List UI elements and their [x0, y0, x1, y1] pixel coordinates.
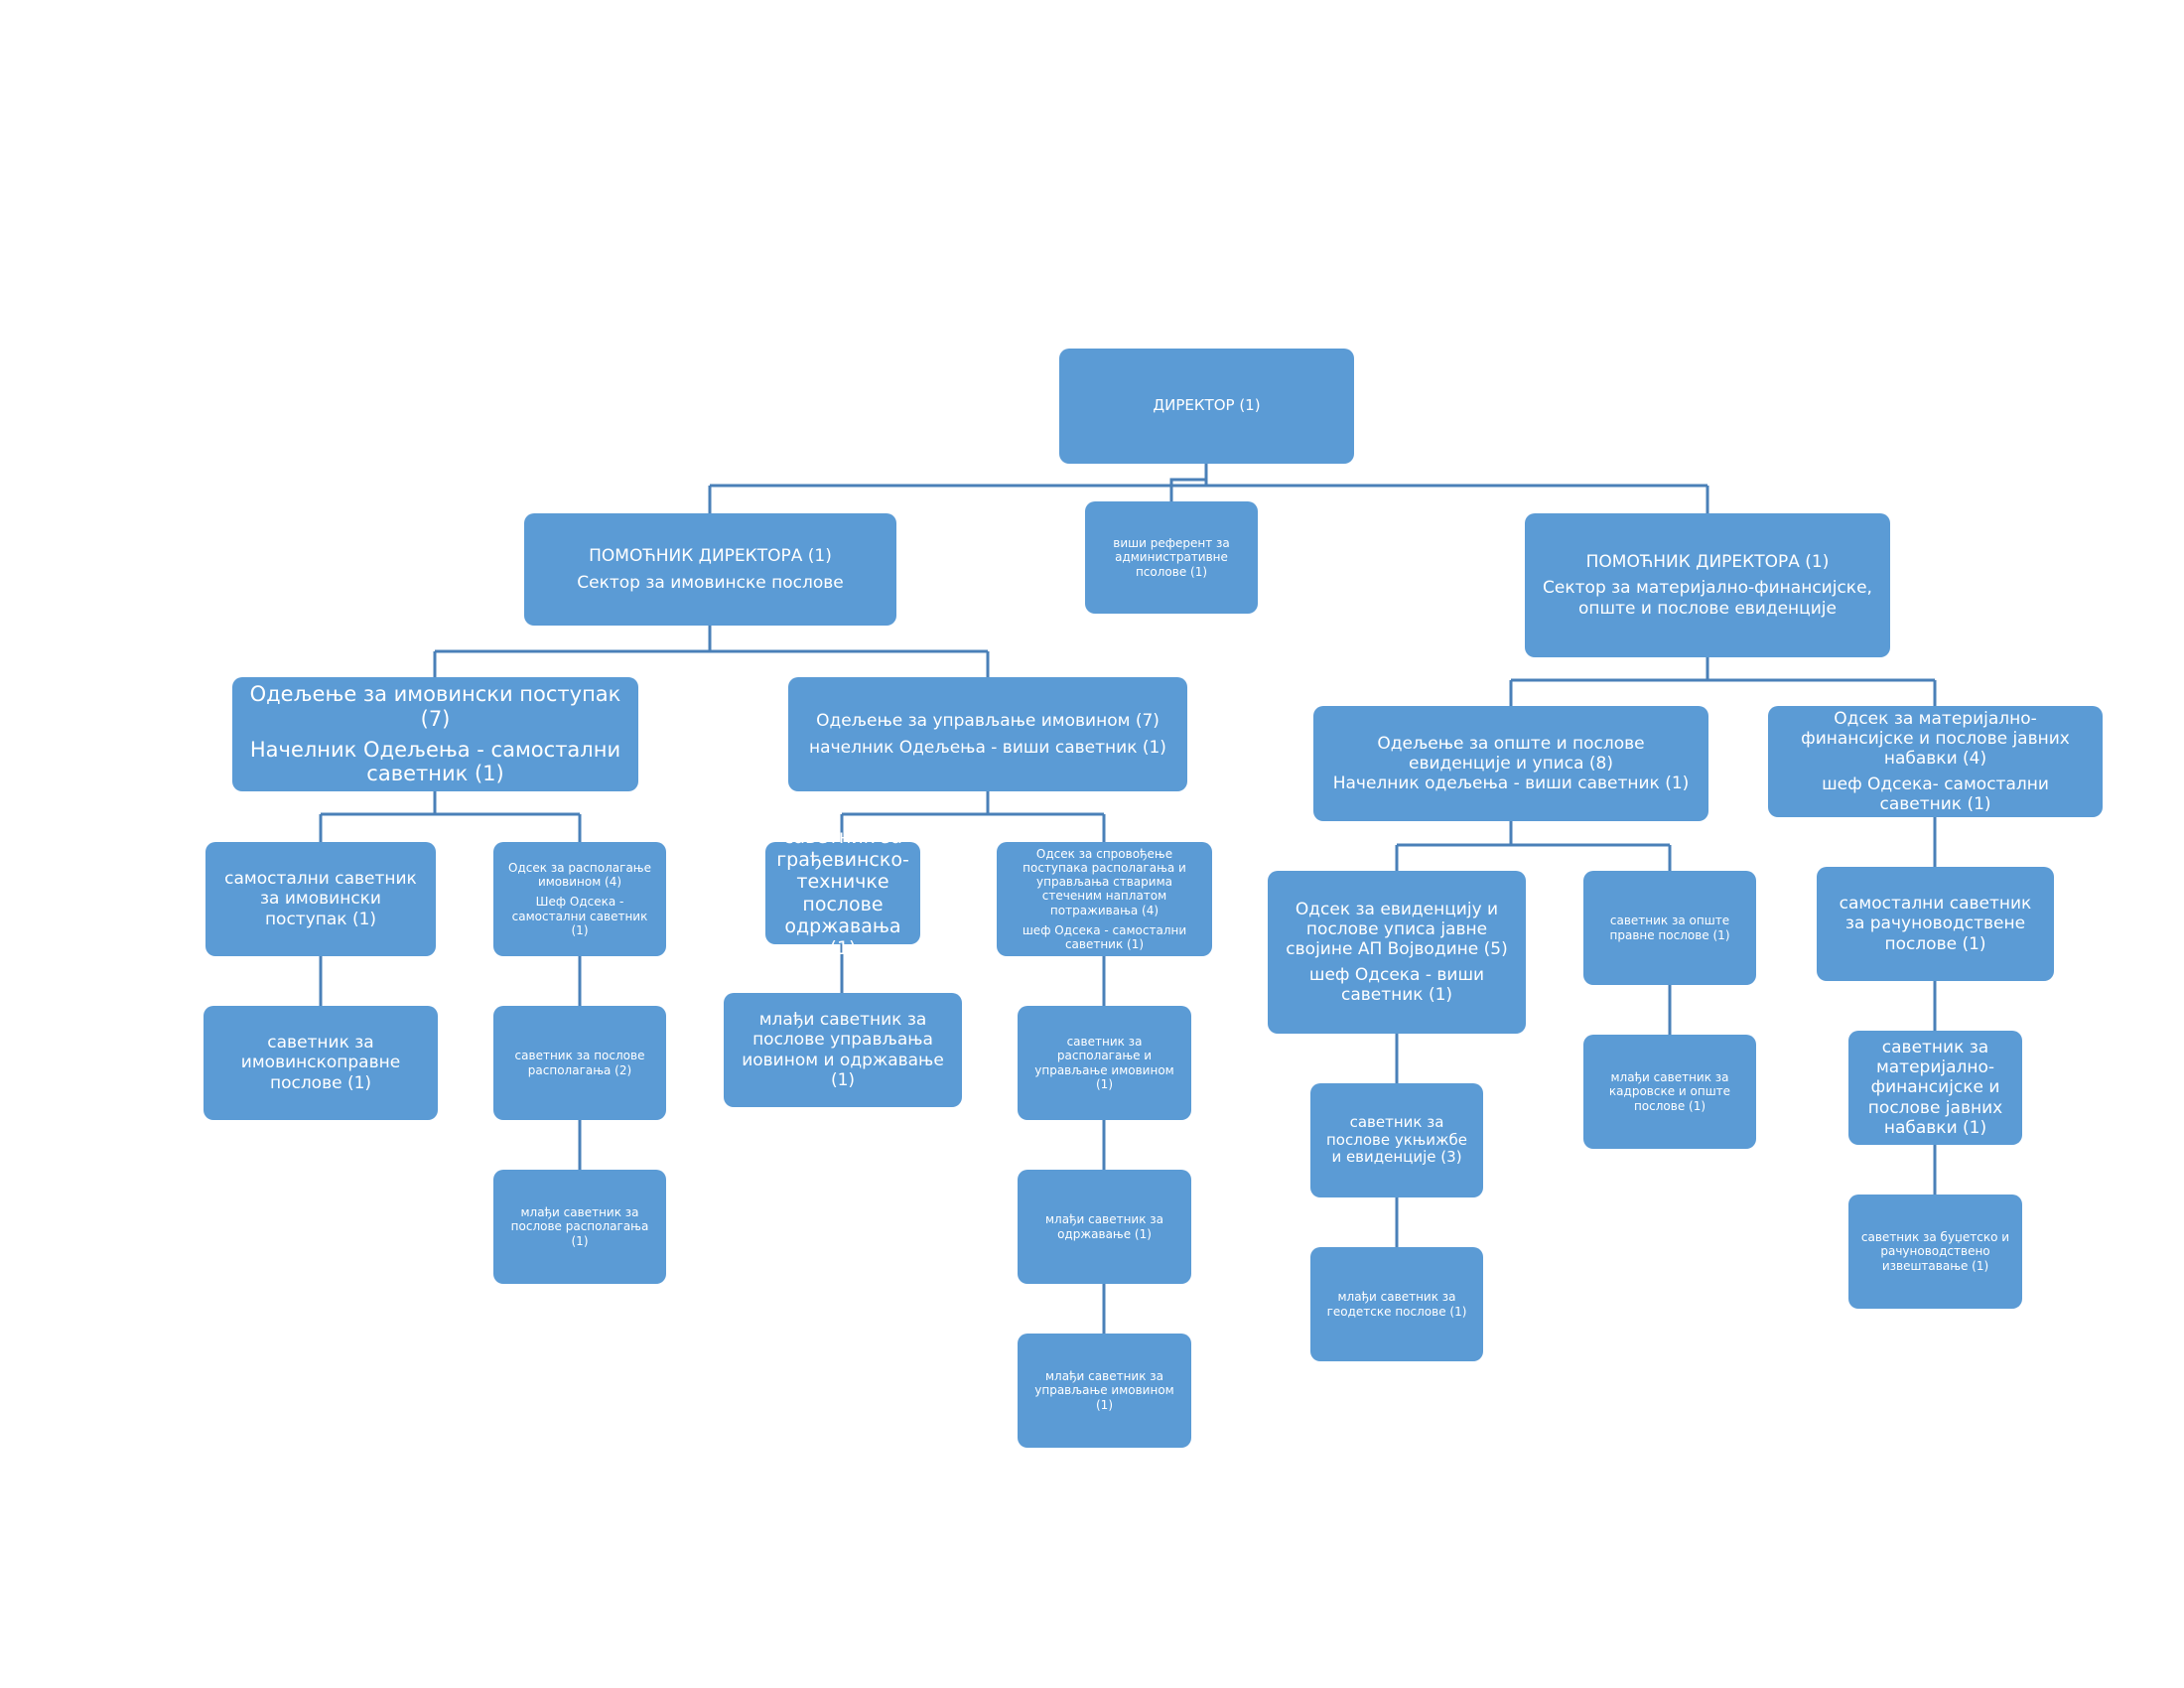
indep-adv-accounting-box: самостални саветник за рачуноводствене п…: [1817, 867, 2054, 981]
assistant-finance-sector: Сектор за материјално-финансијске, опште…: [1543, 578, 1872, 619]
section-enforcement-box: Одсек за спровођење поступака располагањ…: [997, 842, 1212, 956]
section-enforcement-head: шеф Одсека - самостални саветник (1): [1022, 922, 1187, 951]
connector-to-senior-clerk: [1169, 464, 1208, 501]
adv-bookkeeping-title: саветник за послове укњижбе и евиденције…: [1326, 1112, 1467, 1167]
assistant-finance-title: ПОМОЋНИК ДИРЕКТОРА (1): [1585, 552, 1830, 573]
jr-adv-geodetic-title: млађи саветник за геодетске послове (1): [1326, 1290, 1467, 1319]
senior-clerk-box: виши референт за административне псолове…: [1085, 501, 1258, 614]
section-disposal-head: Шеф Одсека - самостални саветник (1): [511, 895, 648, 937]
jr-adv-maintenance-title: млађи саветник за одржавање (1): [1044, 1212, 1164, 1241]
dept-property-management-box: Одељење за управљање имовином (7) начелн…: [788, 677, 1187, 791]
section-records-head: шеф Одсека - виши саветник (1): [1308, 965, 1485, 1006]
adv-general-legal-title: саветник за опште правне послове (1): [1609, 914, 1730, 942]
dept-property-proceedings-box: Одељење за имовински поступак (7) Начелн…: [232, 677, 638, 791]
assistant-property-sector: Сектор за имовинске послове: [577, 572, 844, 593]
jr-adv-property-management-title: млађи саветник за управљање имовином (1): [1034, 1369, 1174, 1412]
jr-adv-maintenance-box: млађи саветник за одржавање (1): [1018, 1170, 1191, 1284]
director-title: ДИРЕКТОР (1): [1153, 396, 1261, 415]
adv-budget-reporting-title: саветник за буџетско и рачуноводствено и…: [1860, 1230, 2010, 1273]
assistant-property-title: ПОМОЋНИК ДИРЕКТОРА (1): [589, 546, 832, 567]
adv-construction-box: саветник за грађевинско-техничке послове…: [765, 826, 920, 959]
section-enforcement-title: Одсек за спровођење поступака располагањ…: [1023, 846, 1186, 917]
jr-adv-management-box: млађи саветник за послове управљања иови…: [724, 993, 962, 1107]
section-finance-procurement-box: Одсек за материјално-финансијске и посло…: [1768, 706, 2103, 817]
jr-adv-disposal-box: млађи саветник за послове располагања (1…: [493, 1170, 666, 1284]
jr-adv-hr-box: млађи саветник за кадровске и опште посл…: [1583, 1035, 1756, 1149]
section-disposal-box: Одсек за располагање имовином (4) Шеф Од…: [493, 842, 666, 956]
assistant-finance-box: ПОМОЋНИК ДИРЕКТОРА (1) Сектор за материј…: [1525, 513, 1890, 657]
adv-general-legal-box: саветник за опште правне послове (1): [1583, 871, 1756, 985]
jr-adv-geodetic-box: млађи саветник за геодетске послове (1): [1310, 1247, 1483, 1361]
section-disposal-title: Одсек за располагање имовином (4): [508, 861, 651, 890]
indep-adv-accounting-title: самостални саветник за рачуноводствене п…: [1839, 894, 2032, 954]
director-box: ДИРЕКТОР (1): [1059, 349, 1354, 464]
adv-disposal-management-title: саветник за располагање и управљање имов…: [1034, 1035, 1174, 1091]
adv-disposal-management-box: саветник за располагање и управљање имов…: [1018, 1006, 1191, 1120]
jr-adv-property-management-box: млађи саветник за управљање имовином (1): [1018, 1334, 1191, 1448]
adv-property-legal-box: саветник за имовинскоправне послове (1): [204, 1006, 438, 1120]
adv-budget-reporting-box: саветник за буџетско и рачуноводствено и…: [1848, 1195, 2022, 1309]
assistant-property-box: ПОМОЋНИК ДИРЕКТОРА (1) Сектор за имовинс…: [524, 513, 896, 626]
adv-construction-title: саветник за грађевинско-техничке послове…: [776, 826, 909, 960]
jr-adv-management-title: млађи саветник за послове управљања иови…: [742, 1010, 944, 1090]
section-finance-procurement-title: Одсек за материјално-финансијске и посло…: [1801, 708, 2070, 769]
section-records-title: Одсек за евиденцију и послове уписа јавн…: [1286, 899, 1508, 959]
section-finance-procurement-head: шеф Одсека- самостални саветник (1): [1822, 774, 2049, 815]
adv-property-legal-title: саветник за имовинскоправне послове (1): [240, 1033, 401, 1093]
jr-adv-disposal-title: млађи саветник за послове располагања (1…: [510, 1205, 649, 1248]
dept-property-proceedings-head: Начелник Одељења - самостални саветник (…: [249, 737, 621, 786]
indep-adv-proceedings-box: самостални саветник за имовински поступа…: [205, 842, 436, 956]
section-records-box: Одсек за евиденцију и послове уписа јавн…: [1268, 871, 1526, 1034]
senior-clerk-title: виши референт за административне псолове…: [1113, 536, 1230, 579]
dept-property-management-head: начелник Одељења - виши саветник (1): [809, 737, 1166, 758]
dept-general-records-head: Начелник одељења - виши саветник (1): [1332, 774, 1690, 794]
adv-finance-procurement-title: саветник за материјално-финансијске и по…: [1867, 1038, 2003, 1138]
adv-bookkeeping-box: саветник за послове укњижбе и евиденције…: [1310, 1083, 1483, 1197]
jr-adv-hr-title: млађи саветник за кадровске и опште посл…: [1608, 1070, 1731, 1113]
adv-finance-procurement-box: саветник за материјално-финансијске и по…: [1848, 1031, 2022, 1145]
indep-adv-proceedings-title: самостални саветник за имовински поступа…: [224, 869, 417, 929]
dept-general-records-box: Одељење за опште и послове евиденције и …: [1313, 706, 1708, 821]
dept-property-management-title: Одељење за управљање имовином (7): [816, 711, 1160, 732]
adv-disposal-title: саветник за послове располагања (2): [514, 1049, 645, 1077]
dept-property-proceedings-title: Одељење за имовински поступак (7): [249, 681, 621, 731]
dept-general-records-title: Одељење за опште и послове евиденције и …: [1377, 733, 1645, 774]
adv-disposal-box: саветник за послове располагања (2): [493, 1006, 666, 1120]
